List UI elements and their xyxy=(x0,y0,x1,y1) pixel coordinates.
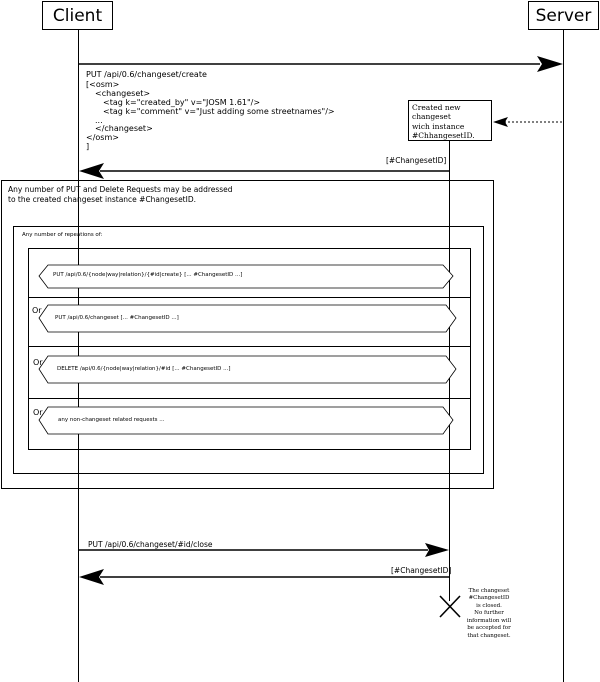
destroy-note-line-5: information will xyxy=(466,617,512,624)
destroy-note-line-4: No further xyxy=(474,610,504,617)
actor-server: Server xyxy=(528,1,599,30)
create-request-arrow xyxy=(79,56,563,72)
create-body-line-1: [<osm> xyxy=(86,80,120,89)
create-body-line-7: </osm> xyxy=(86,133,119,142)
server-created-note: Created new changeset wich instance #Chh… xyxy=(408,100,492,141)
destroy-note-line-2: #ChangesetID xyxy=(468,595,510,602)
destroy-marker xyxy=(439,595,461,618)
actor-client: Client xyxy=(42,1,113,30)
outer-frame-text-1: Any number of PUT and Delete Requests ma… xyxy=(8,185,233,194)
destroy-note-line-6: be accepted for xyxy=(467,625,511,632)
create-response-arrow xyxy=(79,163,449,179)
create-body-line-6: </changeset> xyxy=(95,124,153,133)
guard-text-4: any non-changeset related requests ... xyxy=(58,417,165,423)
server-note-line-4: #ChhangesetID. xyxy=(412,131,475,141)
alt-frame xyxy=(28,248,471,450)
destroy-note: The changeset #ChangesetID is closed. No… xyxy=(464,588,514,640)
close-request-label: PUT /api/0.6/changeset/#id/close xyxy=(88,540,213,549)
alt-divider-3 xyxy=(28,398,471,399)
create-request-label: PUT /api/0.6/changeset/create xyxy=(86,70,207,79)
destroy-note-line-7: that changeset. xyxy=(467,632,511,639)
close-response-arrow xyxy=(79,569,449,585)
create-body-line-3: <tag k="created_by" v="JOSM 1.61"/> xyxy=(103,98,261,107)
create-body-line-4: <tag k="comment" v="Just adding some str… xyxy=(103,107,335,116)
guard-text-3: DELETE /api/0.6/{node|way|relation}/#id … xyxy=(57,366,231,372)
create-body-line-5: ... xyxy=(95,116,103,125)
instantiate-dashed-arrow xyxy=(493,117,562,127)
close-response-label: [#ChangesetID] xyxy=(391,566,452,575)
close-request-arrow xyxy=(79,543,449,557)
guard-shape-4 xyxy=(38,406,454,435)
create-body-line-8: ] xyxy=(86,142,90,151)
guard-text-2: PUT /api/0.6/changeset [... #ChangesetID… xyxy=(55,315,179,321)
server-note-line-3: wich instance xyxy=(412,121,465,131)
alt-divider-1 xyxy=(28,297,471,298)
server-note-line-1: Created new xyxy=(412,103,461,112)
alt-prefix-2: Or xyxy=(32,306,42,315)
create-body-line-2: <changeset> xyxy=(95,89,151,98)
alt-prefix-3: Or xyxy=(33,358,43,367)
guard-shape-1 xyxy=(38,264,454,289)
destroy-note-line-1: The changeset xyxy=(468,588,510,594)
guard-text-1: PUT /api/0.6/{node|way|relation}/{#id|cr… xyxy=(53,272,243,278)
server-lifeline xyxy=(563,30,564,682)
outer-frame xyxy=(1,180,494,489)
alt-prefix-4: Or xyxy=(33,408,43,417)
loop-frame-label: Any number of repeations of: xyxy=(22,232,103,238)
guard-shape-3 xyxy=(38,355,457,384)
create-response-label: [#ChangesetID] xyxy=(386,156,447,165)
loop-frame xyxy=(13,226,484,474)
outer-frame-text-2: to the created changeset instance #Chang… xyxy=(8,195,196,204)
guard-shape-2 xyxy=(38,304,457,333)
alt-divider-2 xyxy=(28,346,471,347)
server-note-line-2: changeset xyxy=(412,112,451,122)
destroy-note-line-3: is closed. xyxy=(476,602,502,609)
